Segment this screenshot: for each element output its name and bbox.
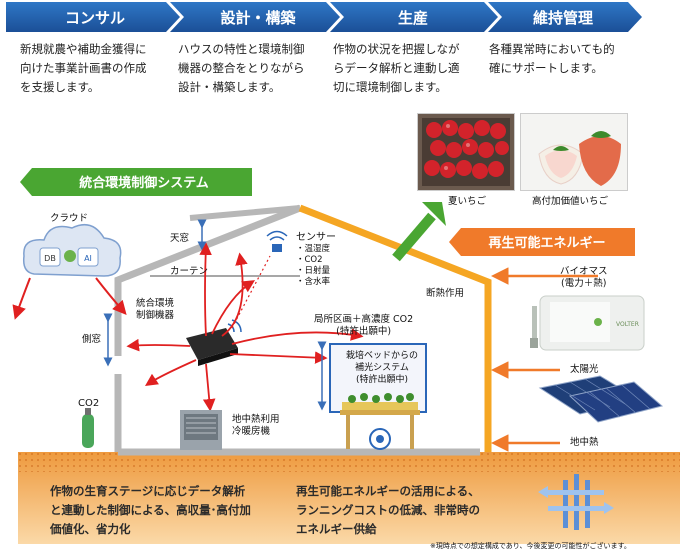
step-title-4: 維持管理 xyxy=(533,9,593,27)
sensor-icon xyxy=(266,230,288,252)
step-title-2: 設計・構築 xyxy=(220,9,296,27)
biomass-label: バイオマス (電力＋熱) xyxy=(560,266,608,289)
step-banner: コンサル 設計・構築 生産 維持管理 xyxy=(6,2,642,32)
system-label-banner: 統合環境制御システム xyxy=(20,168,252,196)
step-title-3: 生産 xyxy=(398,9,428,27)
ground-band xyxy=(18,452,680,544)
summer-strawberry-caption: 夏いちご xyxy=(448,196,487,207)
step-desc-1: 新規就農や補助金獲得に 向けた事業計画書の作成 を支援します。 xyxy=(20,42,147,94)
heat-pump-unit-icon xyxy=(180,410,222,450)
step-desc-3: 作物の状況を把握しなが らデータ解析と連動し適 切に環境制御します。 xyxy=(333,42,460,94)
premium-strawberry-caption: 高付加価値いちご xyxy=(532,196,609,207)
insulation-label: 断熱作用 xyxy=(426,288,465,299)
premium-strawberry-photo xyxy=(520,113,628,191)
step-desc-4: 各種異常時においても的 確にサポートします。 xyxy=(489,42,615,75)
step-desc-2: ハウスの特性と環境制御 機器の整合をとりながら 設計・構築します。 xyxy=(178,42,305,94)
geothermal-unit-label: 地中熱利用 冷暖房機 xyxy=(232,414,280,437)
local-heating-label: 局所区画＋高濃度 CO2 (特許出願中) xyxy=(314,314,414,337)
biomass-unit-icon xyxy=(530,295,645,351)
step-chevron-4 xyxy=(488,2,642,32)
step-title-1: コンサル xyxy=(65,9,125,27)
green-growth-arrow xyxy=(392,202,446,262)
summer-strawberry-photo xyxy=(417,113,515,191)
geothermal-label: 地中熱 xyxy=(570,437,599,448)
sensor-label: センサー ・温湿度 ・CO2 ・日射量 ・含水率 xyxy=(296,232,336,287)
tenmado-label: 天窓 xyxy=(170,233,190,244)
cloud-icon xyxy=(22,223,122,277)
cloud-db-label: DB xyxy=(44,254,56,263)
biomass-brand: VOLTER xyxy=(616,321,639,328)
cultivation-bed xyxy=(340,393,420,449)
house-frame-orange xyxy=(298,204,492,452)
renewable-label-banner: 再生可能エネルギー xyxy=(449,228,635,256)
footnote: ※現時点での想定構成であり、今後変更の可能性がございます。 xyxy=(430,542,631,550)
bed-light-label: 栽培ベッドからの 補光システム (特許出願中) xyxy=(346,351,419,385)
step-chevron-1 xyxy=(6,2,180,32)
system-label: 統合環境制御システム xyxy=(79,175,209,191)
cloud-title: クラウド xyxy=(50,213,89,224)
co2-label: CO2 xyxy=(78,398,100,409)
greenhouse-diagram: DB AI xyxy=(12,202,664,456)
controller-label: 統合環境 制御機器 xyxy=(136,298,175,321)
step-chevron-3 xyxy=(330,2,498,32)
co2-cylinder-icon xyxy=(82,408,94,448)
ground-text-right: 再生可能エネルギーの活用による、 ランニングコストの低減、非常時の エネルギー供… xyxy=(296,484,480,536)
house-frame-grey xyxy=(114,204,302,452)
sokumado-label: 側窓 xyxy=(82,334,102,345)
geothermal-pipe-icon xyxy=(538,474,614,530)
renewable-label: 再生可能エネルギー xyxy=(488,235,605,251)
curtain-label: カーテン xyxy=(170,266,209,277)
ground-text-left: 作物の生育ステージに応じデータ解析 と連動した制御による、高収量･高付加 価値化… xyxy=(50,484,251,536)
solar-panel-icon xyxy=(538,375,664,423)
step-chevron-2 xyxy=(170,2,340,32)
solar-label: 太陽光 xyxy=(570,364,599,375)
fan-icon xyxy=(369,428,391,450)
cloud-ai-label: AI xyxy=(84,254,92,263)
